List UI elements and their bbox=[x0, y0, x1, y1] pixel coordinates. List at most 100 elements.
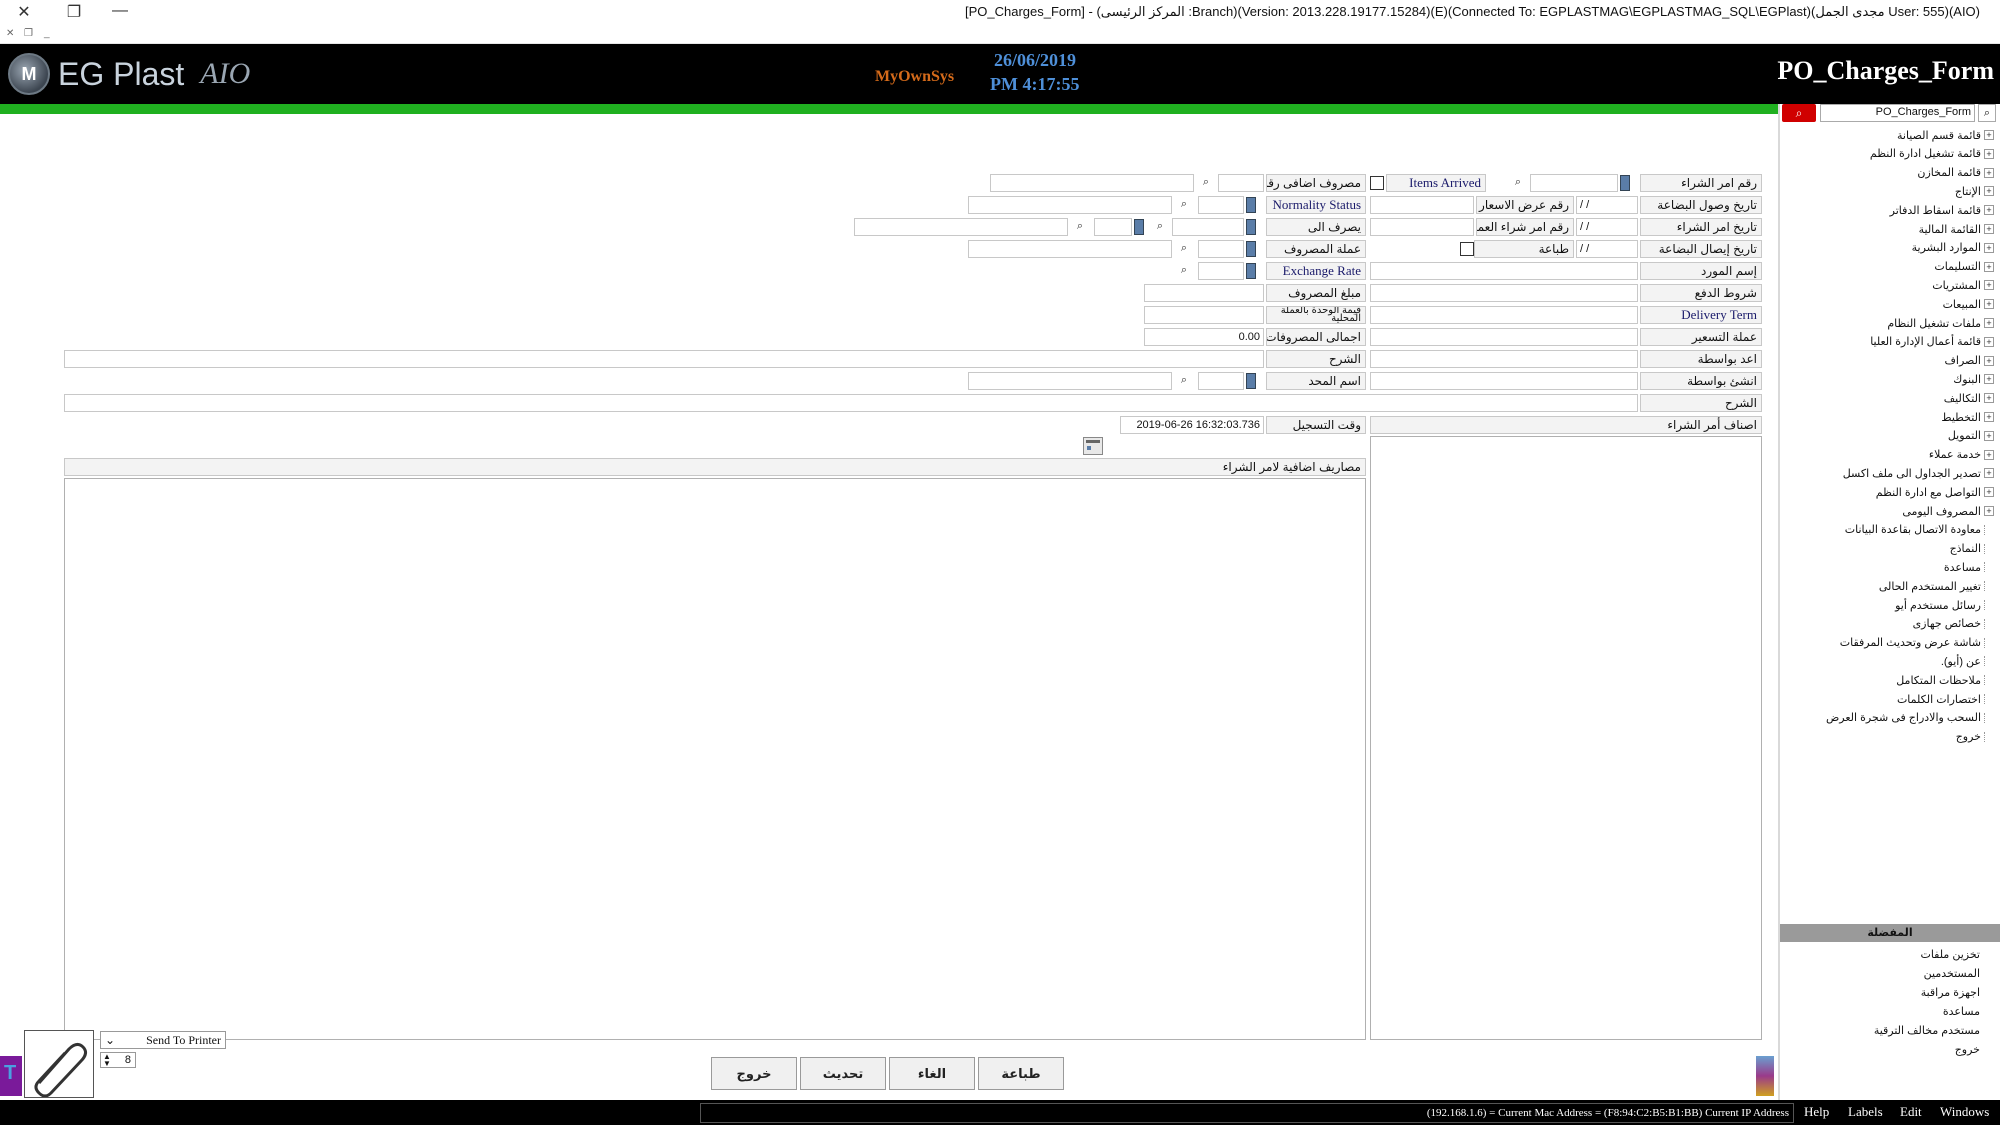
print-button[interactable]: طباعة bbox=[978, 1057, 1064, 1090]
po-number-dropdown[interactable] bbox=[1620, 175, 1630, 191]
supplier2-input[interactable] bbox=[1198, 372, 1244, 390]
sidebar-item[interactable]: +تصدير الجداول الى ملف اكسل bbox=[1843, 464, 1994, 482]
favorite-item[interactable]: مساعدة bbox=[1942, 1006, 1980, 1018]
menu-windows[interactable]: Windows bbox=[1940, 1104, 1990, 1119]
sidebar-item[interactable]: +الموارد البشرية bbox=[1912, 239, 1994, 257]
spend-to-type-input[interactable] bbox=[1094, 218, 1132, 236]
expand-plus-icon[interactable]: + bbox=[1984, 412, 1994, 422]
sidebar-item[interactable]: خروج bbox=[1956, 728, 1994, 746]
expand-plus-icon[interactable]: + bbox=[1984, 468, 1994, 479]
supplier-name-input[interactable] bbox=[1370, 262, 1638, 280]
spend-to-type-search-icon[interactable]: ⌕ bbox=[1076, 220, 1084, 232]
charge-currency-input[interactable] bbox=[1198, 240, 1244, 258]
sidebar-item[interactable]: +قائمة تشغيل ادارة النظم bbox=[1870, 145, 1994, 163]
expand-plus-icon[interactable]: + bbox=[1984, 167, 1994, 178]
charge-currency-search-icon[interactable]: ⌕ bbox=[1180, 242, 1188, 254]
favorite-item[interactable]: تخزين ملفات bbox=[1920, 949, 1980, 961]
expand-plus-icon[interactable]: + bbox=[1984, 430, 1994, 441]
sidebar-item[interactable]: +المصروف اليومى bbox=[1902, 502, 1994, 520]
stepper-arrows-icon[interactable]: ▲▼ bbox=[103, 1052, 111, 1068]
expand-plus-icon[interactable]: + bbox=[1984, 449, 1994, 460]
expand-plus-icon[interactable]: + bbox=[1984, 355, 1994, 366]
spend-to-input[interactable] bbox=[1172, 218, 1244, 236]
charge-currency-name-input[interactable] bbox=[968, 240, 1172, 258]
expand-plus-icon[interactable]: + bbox=[1984, 261, 1994, 272]
charge-amount-input[interactable] bbox=[1144, 284, 1264, 302]
sidebar-item[interactable]: السحب والادراج فى شجرة العرض bbox=[1826, 709, 1994, 727]
child-restore-icon[interactable]: ❐ bbox=[24, 28, 33, 39]
sidebar-item[interactable]: معاودة الاتصال بقاعدة البيانات bbox=[1845, 521, 1994, 539]
expand-plus-icon[interactable]: + bbox=[1984, 224, 1994, 234]
cancel-button[interactable]: الغاء bbox=[889, 1057, 975, 1090]
delivery-term-input[interactable] bbox=[1370, 306, 1638, 324]
charge-currency-dropdown[interactable] bbox=[1246, 241, 1256, 257]
sidebar-item[interactable]: خصائص جهازى bbox=[1913, 615, 1994, 633]
menu-help[interactable]: Help bbox=[1804, 1104, 1830, 1119]
spend-to-search-icon[interactable]: ⌕ bbox=[1156, 220, 1164, 232]
copies-stepper[interactable]: ▲▼ 8 bbox=[100, 1052, 136, 1068]
spend-to-type-dropdown[interactable] bbox=[1134, 219, 1144, 235]
expand-plus-icon[interactable]: + bbox=[1984, 148, 1994, 159]
minimize-window-icon[interactable]: — bbox=[112, 2, 128, 19]
sidebar-item[interactable]: +التخطيط bbox=[1941, 408, 1994, 426]
restore-window-icon[interactable]: ❐ bbox=[66, 4, 82, 21]
spend-to-dropdown[interactable] bbox=[1246, 219, 1256, 235]
exchange-rate-search-icon[interactable]: ⌕ bbox=[1180, 264, 1188, 276]
items-arrived-checkbox[interactable] bbox=[1370, 176, 1384, 190]
sidebar-item[interactable]: النماذج bbox=[1950, 540, 1994, 558]
expand-plus-icon[interactable]: + bbox=[1984, 393, 1994, 404]
favorite-item[interactable]: خروج bbox=[1954, 1044, 1980, 1056]
favorite-item[interactable]: المستخدمين bbox=[1923, 968, 1980, 980]
update-button[interactable]: تحديث bbox=[800, 1057, 886, 1090]
created-by-input[interactable] bbox=[1370, 372, 1638, 390]
pricing-currency-input[interactable] bbox=[1370, 328, 1638, 346]
child-minimize-icon[interactable]: _ bbox=[44, 28, 50, 39]
payment-terms-input[interactable] bbox=[1370, 284, 1638, 302]
supplier2-name-input[interactable] bbox=[968, 372, 1172, 390]
sidebar-item[interactable]: تغيير المستخدم الحالى bbox=[1879, 577, 1994, 595]
expand-plus-icon[interactable]: + bbox=[1984, 487, 1994, 498]
calendar-icon[interactable] bbox=[1083, 437, 1103, 455]
normality-status-input[interactable] bbox=[1198, 196, 1244, 214]
spend-to-name-input[interactable] bbox=[854, 218, 1068, 236]
goods-receipt-date-input[interactable]: / / bbox=[1576, 240, 1638, 258]
sidebar-item[interactable]: +القائمة المالية bbox=[1919, 220, 1994, 238]
normality-status-dropdown[interactable] bbox=[1246, 197, 1256, 213]
exit-button[interactable]: خروج bbox=[711, 1057, 797, 1090]
sidebar-search-input[interactable]: PO_Charges_Form bbox=[1820, 104, 1975, 122]
sidebar-item[interactable]: +التواصل مع ادارة النظم bbox=[1876, 483, 1994, 501]
customer-po-input[interactable] bbox=[1370, 218, 1474, 236]
print-checkbox[interactable] bbox=[1460, 242, 1474, 256]
sidebar-item[interactable]: +الصراف bbox=[1945, 352, 1994, 370]
sidebar-item[interactable]: رسائل مستخدم أيو bbox=[1895, 596, 1994, 614]
expand-plus-icon[interactable]: + bbox=[1984, 336, 1994, 347]
sidebar-item[interactable]: شاشة عرض وتحديث المرفقات bbox=[1840, 634, 1994, 652]
close-window-icon[interactable]: ✕ bbox=[17, 4, 31, 21]
expand-plus-icon[interactable]: + bbox=[1984, 186, 1994, 197]
sidebar-item[interactable]: +قائمة اسقاط الدفاتر bbox=[1890, 201, 1994, 219]
expand-plus-icon[interactable]: + bbox=[1984, 280, 1994, 291]
normality-status-search-icon[interactable]: ⌕ bbox=[1180, 198, 1188, 210]
sidebar-item[interactable]: +التكاليف bbox=[1944, 389, 1994, 407]
send-to-printer-select[interactable]: ⌄ Send To Printer bbox=[100, 1031, 226, 1049]
sidebar-item[interactable]: ملاحظات المتكامل bbox=[1896, 671, 1994, 689]
local-unit-value-input[interactable] bbox=[1144, 306, 1264, 324]
expand-plus-icon[interactable]: + bbox=[1984, 506, 1994, 516]
sidebar-item[interactable]: +المشتريات bbox=[1932, 276, 1994, 294]
normality-status-name-input[interactable] bbox=[968, 196, 1172, 214]
po-date-input[interactable]: / / bbox=[1576, 218, 1638, 236]
sidebar-item[interactable]: اختصارات الكلمات bbox=[1897, 690, 1994, 708]
po-number-search-icon[interactable]: ⌕ bbox=[1514, 176, 1522, 188]
extra-charge-no-input[interactable] bbox=[1218, 174, 1264, 192]
sidebar-item[interactable]: +قائمة قسم الصيانة bbox=[1897, 126, 1994, 144]
description-textarea[interactable] bbox=[64, 350, 1264, 368]
quote-no-input[interactable] bbox=[1370, 196, 1474, 214]
exchange-rate-dropdown[interactable] bbox=[1246, 263, 1256, 279]
child-close-icon[interactable]: ✕ bbox=[6, 28, 15, 39]
expand-plus-icon[interactable]: + bbox=[1984, 374, 1994, 385]
sidebar-item[interactable]: مساعدة bbox=[1944, 558, 1994, 576]
sidebar-item[interactable]: عن (أيو). bbox=[1941, 652, 1994, 670]
extra-charge-search-icon[interactable]: ⌕ bbox=[1202, 176, 1210, 188]
extra-charge-name-input[interactable] bbox=[990, 174, 1194, 192]
supplier2-dropdown[interactable] bbox=[1246, 373, 1256, 389]
